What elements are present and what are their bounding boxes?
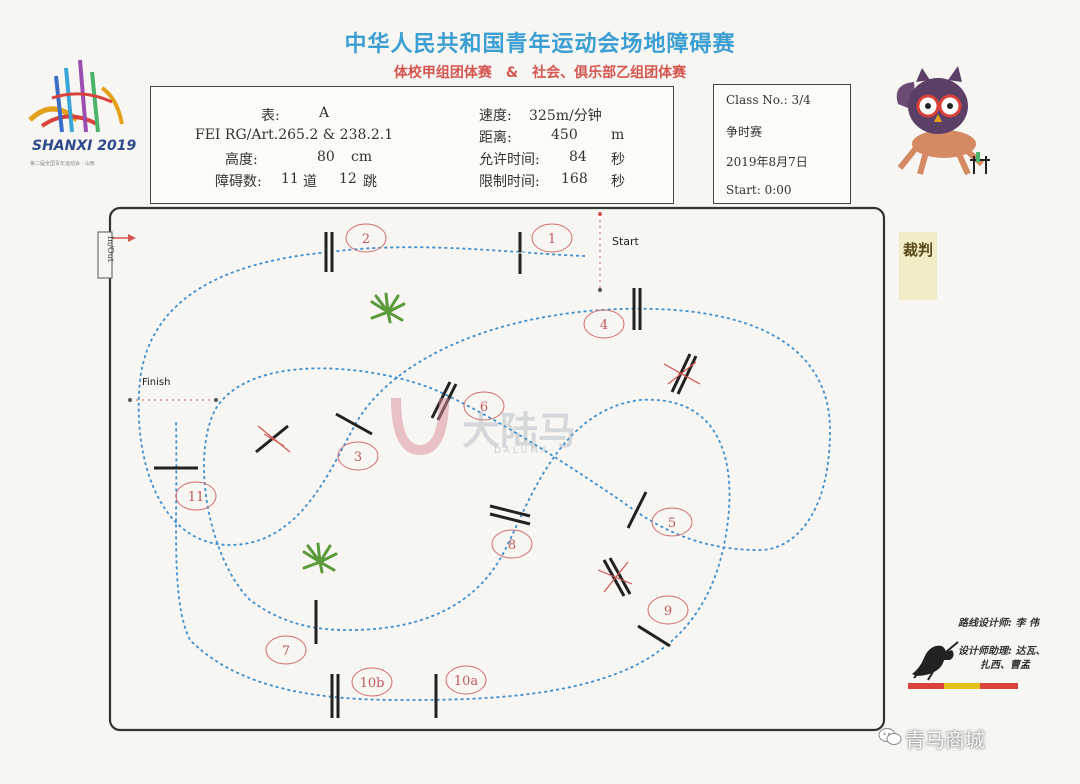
color-stripe (908, 674, 1018, 689)
competition-date: 2019年8月7日 (726, 155, 808, 169)
plant-icon (370, 292, 406, 324)
jump-2 (324, 232, 334, 272)
obstacle-label-4-text: 4 (600, 318, 608, 333)
obstacle-label-11: 11 (175, 481, 217, 511)
allowed-time-unit: 秒 (611, 152, 625, 168)
obstacle-label-9: 9 (647, 595, 689, 625)
logo-caption: 第二届全国青年运动会 · 山西 (30, 161, 95, 167)
limit-time-value: 168 (561, 171, 588, 187)
obstacle-label-11-text: 11 (188, 490, 205, 505)
allowed-time-label: 允许时间: (479, 152, 540, 168)
obstacle-label-5: 5 (651, 507, 693, 537)
obstacle-label-6-text: 6 (480, 400, 488, 415)
start-time: Start: 0:00 (726, 183, 792, 197)
jump-4 (632, 288, 642, 330)
height-value: 80 (317, 149, 335, 165)
distance-value: 450 (551, 127, 578, 143)
start-marker-top (598, 212, 602, 216)
course-route (137, 246, 831, 701)
jump-1 (514, 232, 526, 274)
spare-jump-top-right (663, 353, 701, 395)
height-label: 高度: (225, 152, 258, 168)
obstacle-label-7: 7 (265, 635, 307, 665)
allowed-time-value: 84 (569, 149, 587, 165)
arena-border (108, 206, 886, 732)
limit-time-unit: 秒 (611, 174, 625, 190)
logo-wordmark: SHANXI 2019 (32, 138, 137, 154)
start-label: Start (612, 235, 640, 248)
jump-8 (489, 504, 531, 526)
obstacle-label-10b-text: 10b (360, 676, 385, 691)
distance-label: 距离: (479, 130, 512, 146)
in-out-arrowhead (128, 234, 136, 242)
finish-marker-right (214, 398, 218, 402)
obstacle-label-5-text: 5 (668, 516, 676, 531)
obstacle-label-4: 4 (583, 309, 625, 339)
finish-label: Finish (142, 377, 170, 388)
watermark-text: 大陆马 (462, 409, 577, 453)
table-label: 表: (261, 108, 280, 124)
horse-logo-icon (906, 634, 968, 682)
obstacle-label-8: 8 (491, 529, 533, 559)
wechat-account-name: 青马商城 (905, 728, 985, 752)
page-subtitle: 体校甲组团体赛 & 社会、俱乐部乙组团体赛 (393, 65, 687, 81)
obstacle-label-3: 3 (337, 441, 379, 471)
page-title: 中华人民共和国青年运动会场地障碍赛 (344, 32, 736, 57)
obstacle-label-10a: 10a (445, 665, 487, 695)
jump-5 (626, 491, 648, 529)
obstacle-label-10b: 10b (351, 667, 393, 697)
jumps-unit: 跳 (363, 174, 377, 190)
jumps-value: 12 (339, 171, 357, 187)
obstacle-label-6: 6 (463, 391, 505, 421)
judge-box: 裁判 (899, 232, 937, 300)
table-value: A (319, 105, 330, 121)
obstacles-unit: 道 (303, 174, 317, 190)
obstacle-label-2-text: 2 (362, 232, 370, 247)
obstacles-label: 障碍数: (215, 174, 262, 190)
mascot-icon (886, 64, 996, 179)
obstacle-label-7-text: 7 (282, 644, 290, 659)
start-marker-bottom (598, 288, 602, 292)
jump-9 (637, 624, 671, 648)
obstacle-label-8-text: 8 (508, 538, 516, 553)
obstacles-value: 11 (281, 171, 299, 187)
distance-unit: m (611, 127, 625, 143)
obstacle-label-1: 1 (531, 223, 573, 253)
spare-jump-left (255, 424, 291, 454)
obstacle-label-9-text: 9 (664, 604, 672, 619)
shanxi-logo (22, 58, 132, 140)
limit-time-label: 限制时间: (479, 174, 540, 190)
in-out-label: In/Out (106, 236, 115, 263)
obstacle-label-1-text: 1 (548, 232, 556, 247)
designer-credit: 路线设计师: 李 伟 (958, 618, 1039, 629)
wechat-icon (878, 726, 902, 748)
class-number: Class No.: 3/4 (726, 93, 811, 107)
in-out-gate (97, 231, 113, 279)
spare-jump-bottom-right (597, 557, 633, 597)
finish-marker-left (128, 398, 132, 402)
rule-text: FEI RG/Art.265.2 & 238.2.1 (195, 127, 394, 143)
jump-3 (335, 412, 373, 436)
watermark-subtext: DALUMA (494, 446, 551, 456)
height-unit: cm (351, 149, 373, 165)
obstacle-label-2: 2 (345, 223, 387, 253)
plant-icon (302, 542, 338, 574)
competition-type: 争时赛 (726, 125, 763, 139)
assistant-credit-names: 扎西、曹孟 (980, 660, 1030, 671)
assistant-credit-label: 设计师助理: 达瓦、 (958, 646, 1046, 657)
watermark-logo-icon (391, 397, 449, 456)
jump-10b (330, 674, 340, 718)
class-info-box: Class No.: 3/4 争时赛 2019年8月7日 Start: 0:00 (713, 84, 851, 204)
speed-value: 325m/分钟 (529, 108, 602, 124)
obstacle-label-10a-text: 10a (454, 674, 479, 689)
course-info-box: 表: A FEI RG/Art.265.2 & 238.2.1 高度: 80 c… (150, 86, 674, 204)
speed-label: 速度: (479, 108, 512, 124)
obstacle-label-3-text: 3 (354, 450, 362, 465)
